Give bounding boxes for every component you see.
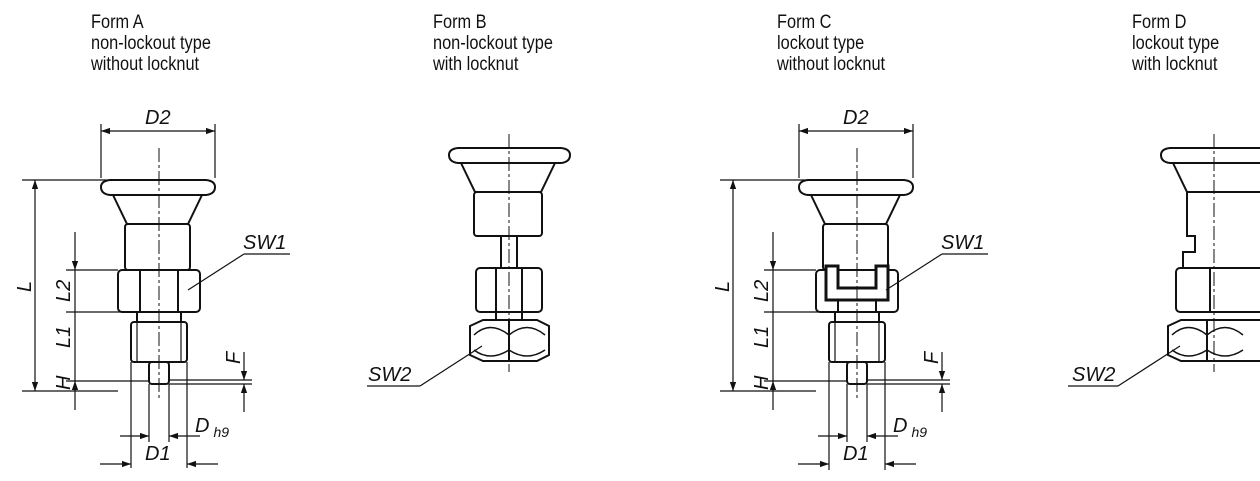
- form-c-l1-label: L1: [751, 326, 773, 348]
- form-c-shaft: [822, 223, 889, 271]
- form-d-knob: [1159, 147, 1260, 164]
- form-a-shaft: [124, 223, 191, 271]
- form-a-sw1-label: SW1: [243, 232, 286, 254]
- form-a-l-label: L: [14, 281, 36, 292]
- form-a-drawing: [22, 124, 290, 468]
- form-a-d2-label: D2: [145, 107, 171, 129]
- caption-form-d: Form D lockout type with locknut: [1132, 12, 1219, 75]
- form-b-knob: [447, 147, 572, 164]
- form-a-f-label: F: [223, 350, 245, 364]
- form-a-d1-label: D1: [145, 443, 171, 465]
- caption-form-b: Form B non-lockout type with locknut: [433, 12, 553, 75]
- form-b-sw2-label: SW2: [368, 364, 411, 386]
- form-a-d-main: D: [195, 415, 209, 437]
- form-b-shaft: [473, 191, 543, 237]
- form-d-type: lockout type: [1132, 33, 1220, 54]
- form-a-h-label: H: [53, 375, 75, 390]
- form-c-locknut: without locknut: [777, 54, 886, 75]
- form-c-d1-label: D1: [843, 443, 869, 465]
- form-c-title: Form C: [777, 12, 832, 33]
- form-c-d-sub: h9: [911, 424, 927, 440]
- form-d-knob-cone: [1172, 162, 1260, 193]
- form-a-l2-label: L2: [53, 280, 75, 302]
- form-c-d-main: D: [893, 415, 907, 437]
- form-c-drawing: [720, 124, 988, 470]
- caption-form-a: Form A non-lockout type without locknut: [91, 12, 211, 75]
- form-d-shaft: [1182, 192, 1260, 269]
- form-a-knob-cone: [112, 194, 203, 225]
- form-a-title: Form A: [91, 12, 144, 33]
- form-a-locknut: without locknut: [91, 54, 200, 75]
- form-c-knob: [797, 179, 915, 196]
- form-c-sw1-label: SW1: [941, 232, 984, 254]
- form-c-l2-label: L2: [751, 280, 773, 302]
- form-c-h-label: H: [751, 375, 773, 390]
- form-d-title: Form D: [1132, 12, 1187, 33]
- form-d-sw2-label: SW2: [1072, 364, 1115, 386]
- form-d-drawing: [1068, 134, 1260, 387]
- form-a-knob: [99, 179, 217, 196]
- form-a-type: non-lockout type: [91, 33, 211, 54]
- form-b-locknut: with locknut: [433, 54, 519, 75]
- caption-form-c: Form C lockout type without locknut: [777, 12, 885, 75]
- form-c-l-label: L: [712, 281, 734, 292]
- form-b-type: non-lockout type: [433, 33, 553, 54]
- form-a-l1-label: L1: [53, 326, 75, 348]
- form-c-f-label: F: [921, 350, 943, 364]
- form-d-locknut: with locknut: [1132, 54, 1218, 75]
- form-b-title: Form B: [433, 12, 487, 33]
- form-c-d2-label: D2: [843, 107, 869, 129]
- form-c-lockout-notch: [824, 264, 890, 302]
- form-c-type: lockout type: [777, 33, 865, 54]
- form-a-d-sub: h9: [213, 424, 229, 440]
- form-c-knob-cone: [810, 194, 901, 225]
- form-b-drawing: [367, 134, 572, 387]
- form-d-hex-nut: [1175, 267, 1260, 313]
- form-b-knob-cone: [460, 162, 556, 193]
